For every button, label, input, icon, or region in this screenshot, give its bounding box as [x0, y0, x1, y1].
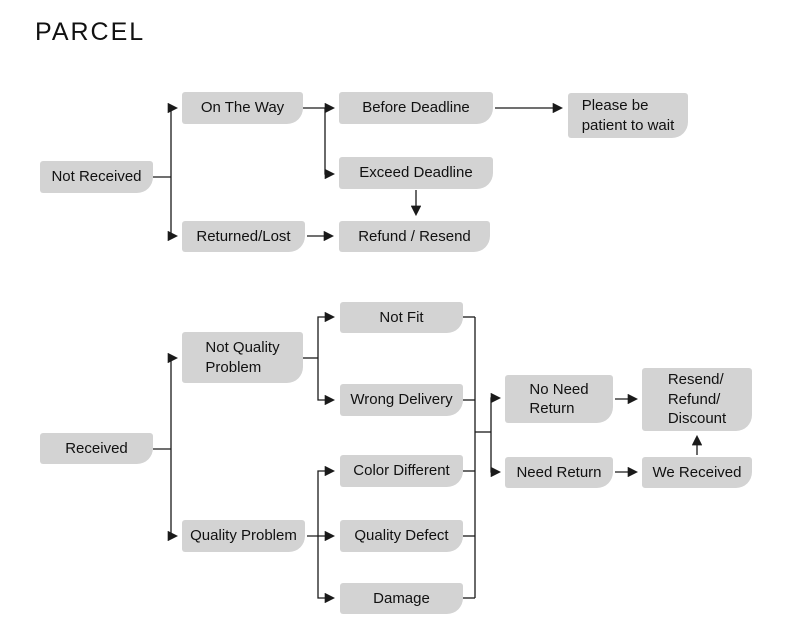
node-resend-refund-discount: Resend/ Refund/ Discount	[642, 368, 752, 431]
node-label: Quality Defect	[354, 527, 449, 545]
edge-nqp-wrongdelivery	[317, 358, 336, 406]
node-label: Not Received	[51, 168, 142, 186]
node-label: Returned/Lost	[196, 227, 291, 245]
node-label: On The Way	[200, 99, 285, 117]
node-no-need-return: No Need Return	[505, 375, 613, 423]
node-we-received: We Received	[642, 457, 752, 488]
node-damage: Damage	[340, 583, 463, 614]
node-on-the-way: On The Way	[182, 92, 303, 124]
node-label: Refund / Resend	[358, 227, 471, 245]
edge-split-needreturn	[490, 432, 502, 478]
node-label: Exceed Deadline	[359, 164, 473, 182]
edge-qp-colordifferent	[317, 465, 336, 536]
node-please-be-patient: Please be patient to wait	[568, 93, 688, 138]
node-color-different: Color Different	[340, 455, 463, 487]
node-quality-problem: Quality Problem	[182, 520, 305, 552]
node-label: Please be patient to wait	[581, 97, 675, 134]
node-label: Damage	[373, 589, 430, 607]
node-quality-defect: Quality Defect	[340, 520, 463, 552]
node-returned-lost: Returned/Lost	[182, 221, 305, 252]
page-title: PARCEL	[35, 18, 146, 46]
edge-qp-damage	[317, 536, 336, 604]
node-label: Need Return	[516, 463, 602, 481]
node-exceed-deadline: Exceed Deadline	[339, 157, 493, 189]
node-not-fit: Not Fit	[340, 302, 463, 333]
node-received: Received	[40, 433, 153, 464]
node-label: Not Quality Problem	[205, 339, 280, 376]
node-need-return: Need Return	[505, 457, 613, 488]
edge-ontheway-exceeddeadline	[324, 108, 336, 180]
edge-received-qualityproblem	[167, 449, 179, 542]
edge-split-noneedreturn	[490, 392, 502, 432]
node-label: Received	[65, 439, 128, 457]
edge-received-notqualityproblem	[167, 352, 179, 449]
edge-notreceived-ontheway	[167, 102, 179, 177]
node-label: Wrong Delivery	[350, 391, 453, 409]
node-before-deadline: Before Deadline	[339, 92, 493, 124]
node-label: Color Different	[353, 462, 450, 480]
node-label: Resend/ Refund/ Discount	[667, 371, 727, 428]
node-label: We Received	[652, 463, 742, 481]
node-label: Not Fit	[379, 308, 424, 326]
edge-notreceived-returnedlost	[167, 177, 179, 242]
node-label: Before Deadline	[362, 99, 470, 117]
edge-nqp-notfit	[317, 311, 336, 358]
node-refund-resend: Refund / Resend	[339, 221, 490, 252]
node-label: Quality Problem	[190, 527, 297, 545]
node-not-quality-problem: Not Quality Problem	[182, 332, 303, 383]
node-wrong-delivery: Wrong Delivery	[340, 384, 463, 416]
node-not-received: Not Received	[40, 161, 153, 193]
node-label: No Need Return	[529, 380, 589, 418]
